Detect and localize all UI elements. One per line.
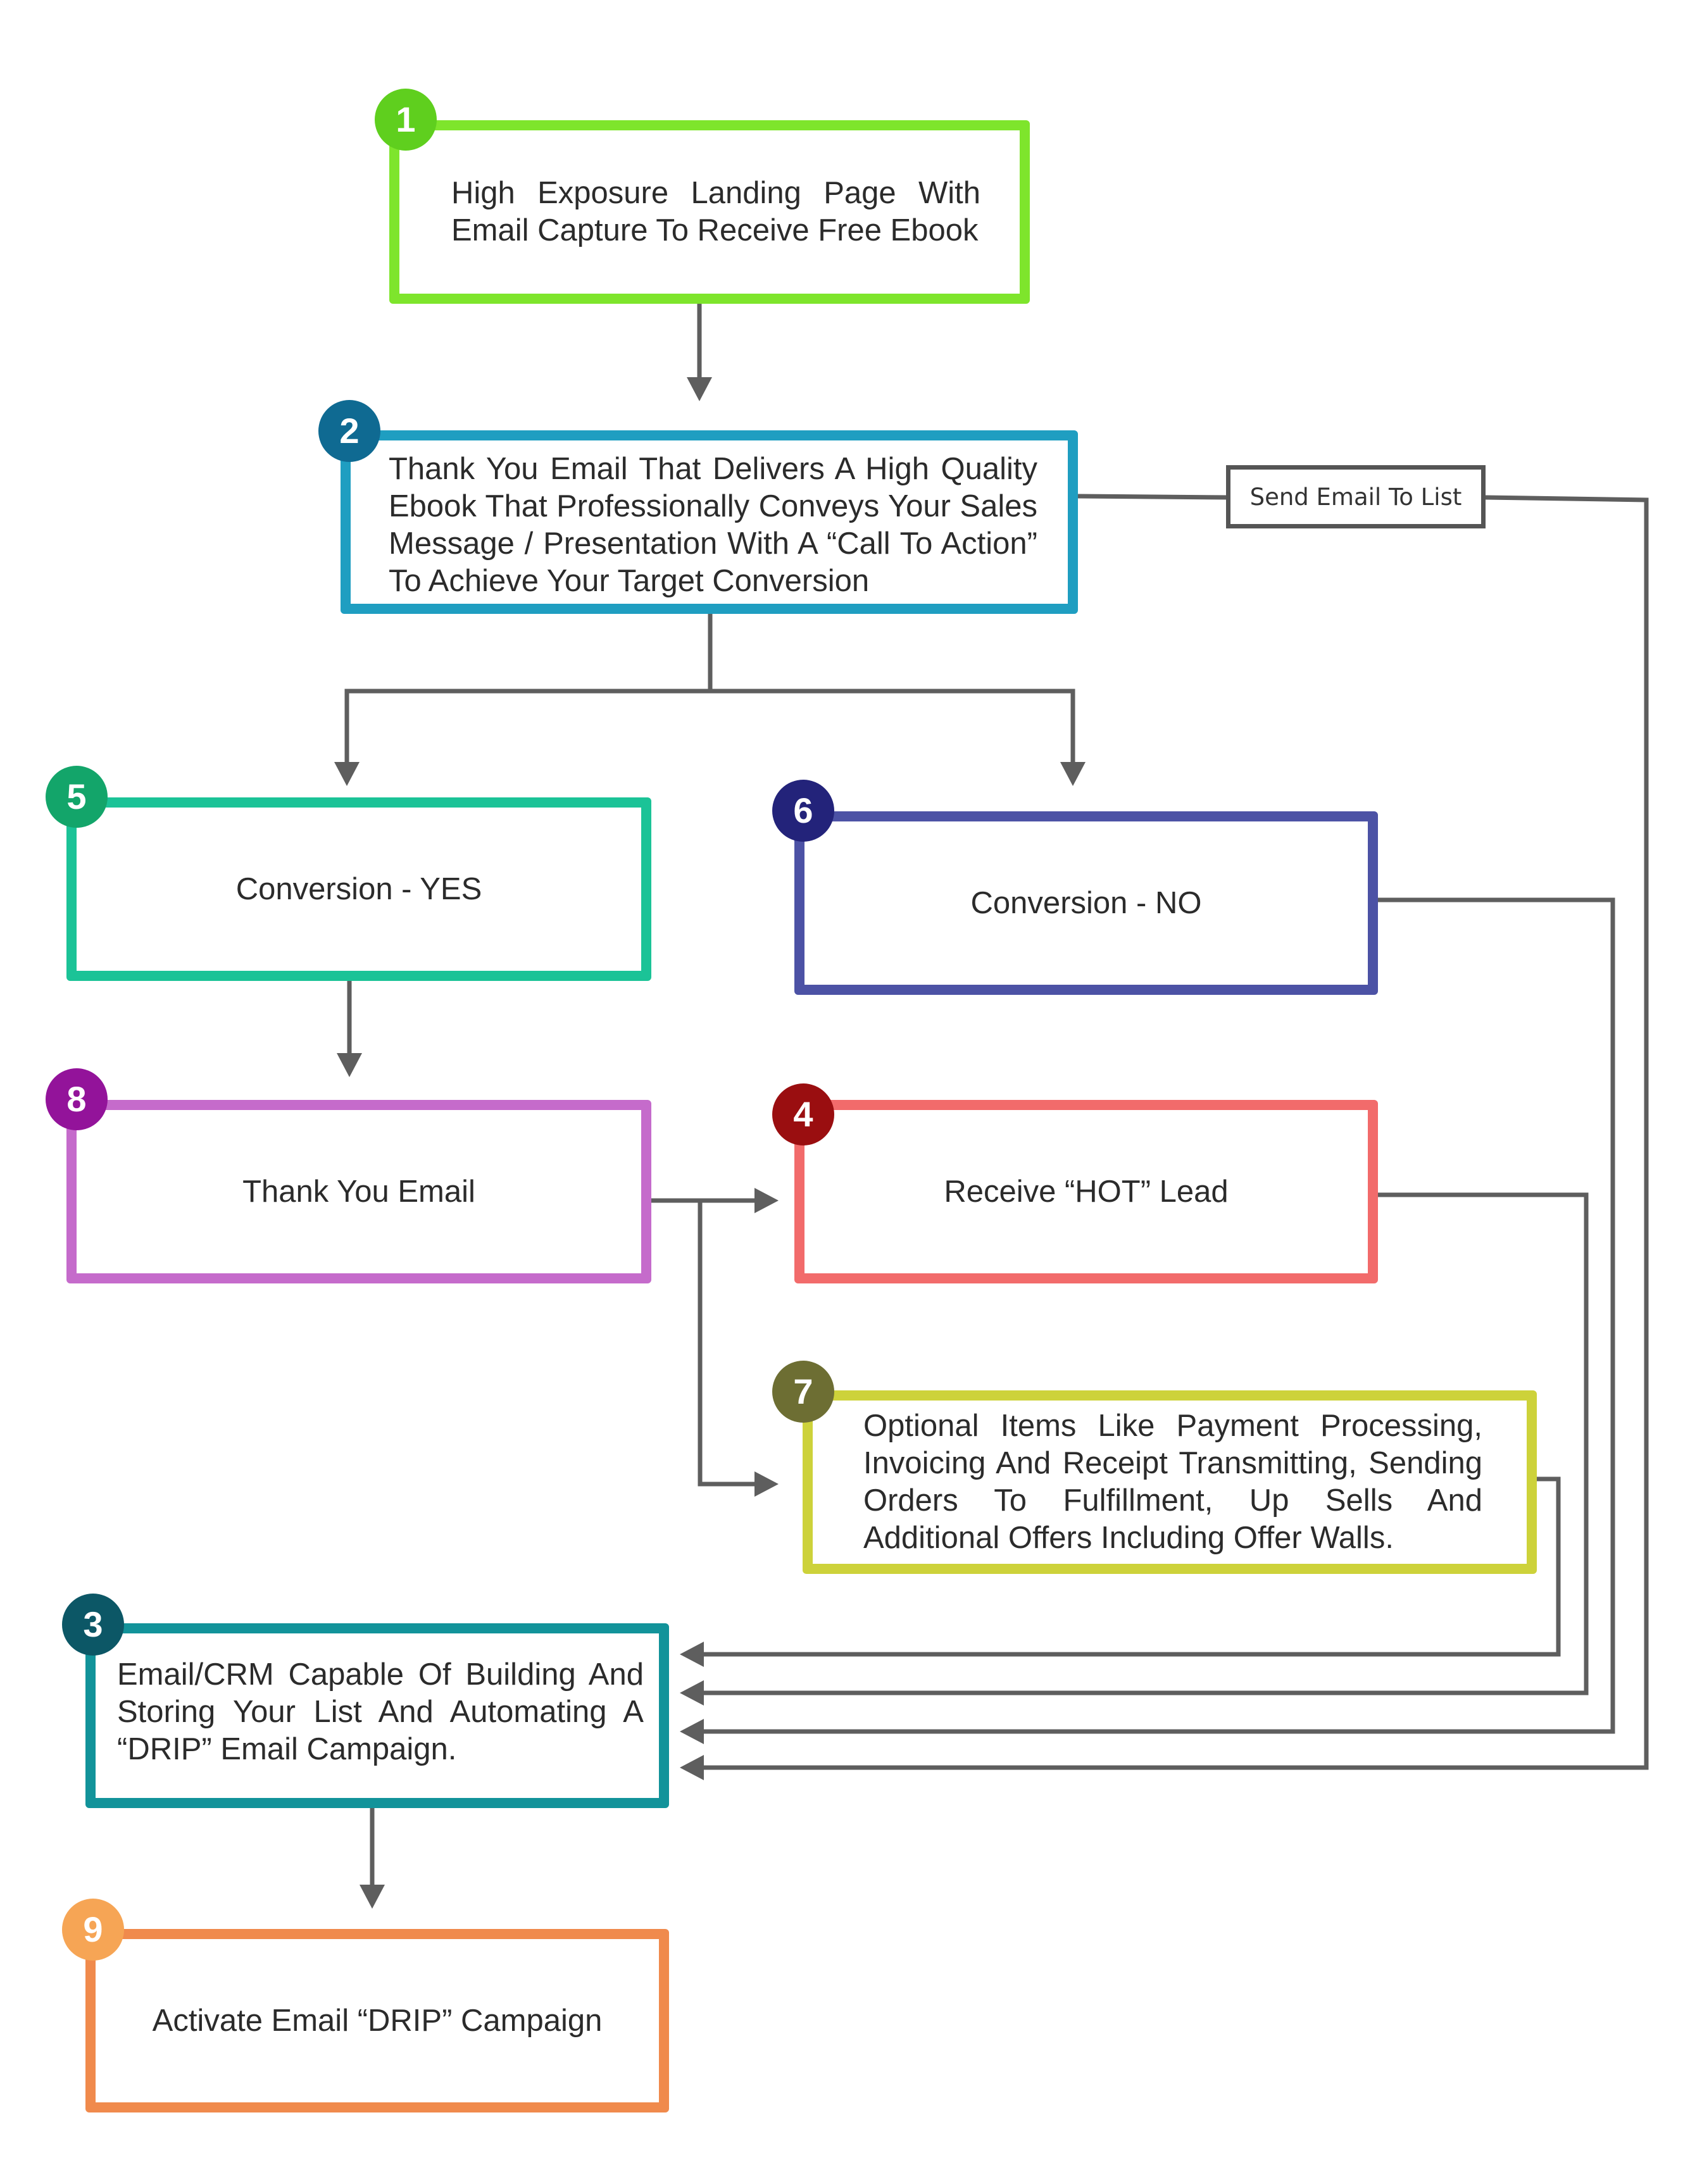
- step-9-text: Activate Email “DRIP” Campaign: [152, 2003, 603, 2038]
- step-5-box: Conversion - YES: [66, 797, 651, 981]
- step-1-box: High Exposure Landing Page With Email Ca…: [389, 120, 1030, 304]
- step-9-box: Activate Email “DRIP” Campaign: [85, 1929, 669, 2112]
- step-2-box: Thank You Email That Delivers A High Qua…: [341, 430, 1078, 614]
- step-8-box: Thank You Email: [66, 1100, 651, 1283]
- connector-2-to-label: [1077, 494, 1229, 500]
- step-8-text: Thank You Email: [242, 1174, 475, 1209]
- arrowhead-into-8: [337, 1053, 362, 1077]
- step-2-badge: 2: [318, 400, 380, 462]
- connector-7-to-3: [701, 1476, 1561, 1657]
- step-5-text: Conversion - YES: [235, 871, 482, 906]
- step-7-text: Optional Items Like Payment Processing, …: [863, 1409, 1482, 1555]
- connector-2-to-6: [710, 689, 1075, 764]
- step-5-badge: 5: [46, 766, 108, 828]
- step-2-text: Thank You Email That Delivers A High Qua…: [389, 452, 1037, 598]
- step-7-box: Optional Items Like Payment Processing, …: [803, 1390, 1537, 1574]
- connector-2-split: [344, 613, 713, 764]
- connector-4-to-3: [701, 1192, 1589, 1695]
- step-6-badge: 6: [772, 780, 834, 842]
- connector-6-to-3: [701, 897, 1615, 1734]
- step-3-text: Email/CRM Capable Of Building And Storin…: [117, 1657, 644, 1766]
- step-3-badge: 3: [62, 1594, 124, 1656]
- arrowhead-6-into-3: [680, 1719, 704, 1744]
- arrowhead-into-6: [1060, 762, 1086, 786]
- step-1-text: High Exposure Landing Page With Email Ca…: [451, 176, 980, 247]
- connector-label-to-3: [701, 495, 1649, 1770]
- step-6-text: Conversion - NO: [970, 885, 1202, 920]
- arrowhead-into-4: [754, 1188, 779, 1213]
- arrowhead-into-2: [687, 377, 712, 401]
- step-1-badge: 1: [375, 89, 437, 151]
- step-9-badge: 9: [62, 1899, 124, 1961]
- connector-8-to-7: [698, 1201, 757, 1487]
- arrowhead-list-into-3: [680, 1755, 704, 1780]
- arrowhead-7-into-3: [680, 1642, 704, 1667]
- step-4-box: Receive “HOT” Lead: [794, 1100, 1378, 1283]
- step-4-badge: 4: [772, 1083, 834, 1145]
- step-4-text: Receive “HOT” Lead: [944, 1174, 1229, 1209]
- arrowhead-into-7: [754, 1471, 779, 1497]
- arrowhead-4-into-3: [680, 1680, 704, 1706]
- arrowhead-into-5: [334, 762, 360, 786]
- step-7-badge: 7: [772, 1361, 834, 1423]
- arrowhead-into-9: [360, 1885, 385, 1909]
- step-8-badge: 8: [46, 1068, 108, 1130]
- step-3-box: Email/CRM Capable Of Building And Storin…: [85, 1623, 669, 1808]
- send-email-label: Send Email To List: [1226, 465, 1486, 528]
- step-6-box: Conversion - NO: [794, 811, 1378, 995]
